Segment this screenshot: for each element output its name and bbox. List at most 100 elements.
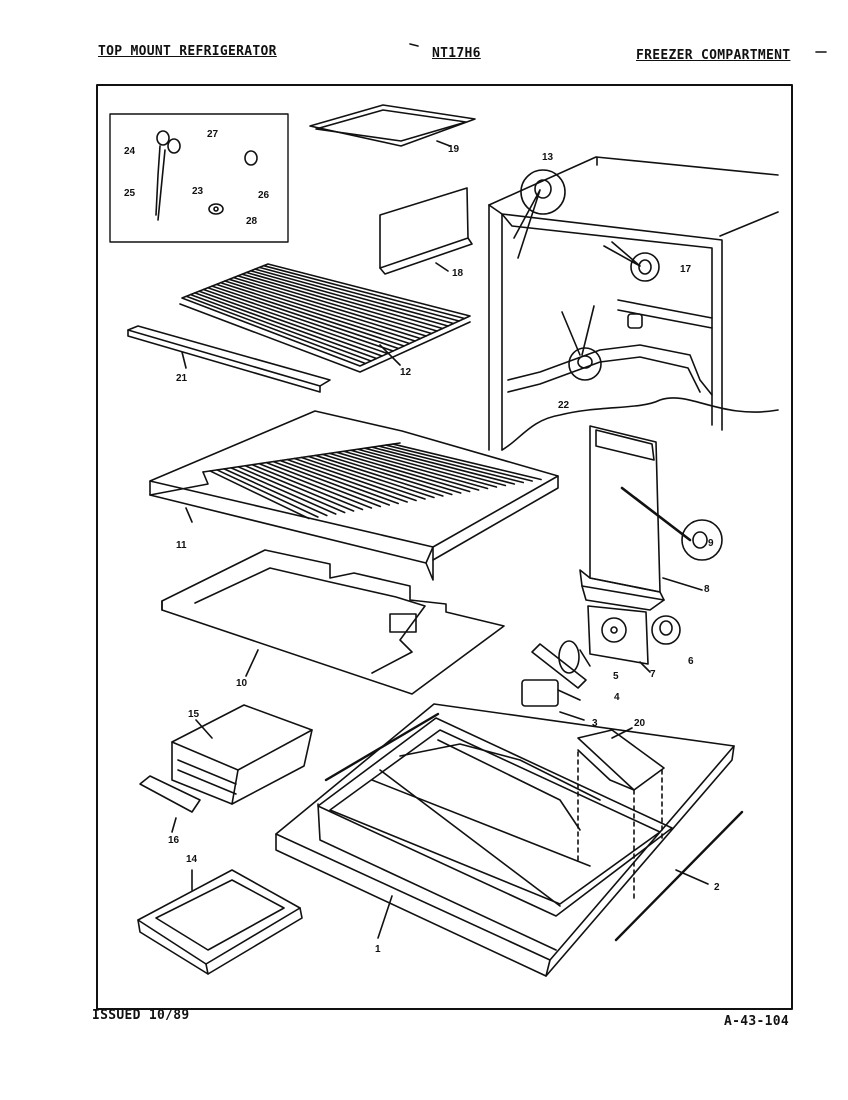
grille-slat	[342, 450, 480, 491]
part-21-shelf-rail	[127, 325, 331, 393]
shelf-wire	[250, 269, 449, 327]
shelf-wire	[232, 276, 427, 337]
callout-18: 18	[452, 268, 464, 279]
part-14-ice-tray	[137, 869, 303, 975]
part-2-rod	[324, 712, 744, 942]
grille-slat	[279, 459, 400, 505]
grille-slat	[244, 464, 355, 512]
callout-12: 12	[400, 367, 412, 378]
page-title: TOP MOUNT REFRIGERATOR	[98, 44, 277, 59]
callout-28: 28	[246, 216, 258, 227]
grille-slat	[258, 462, 373, 509]
detail-circle-22	[568, 347, 602, 381]
part-8-evaporator-cover	[579, 425, 703, 611]
shelf-wire	[224, 280, 416, 342]
callout-10: 10	[236, 678, 248, 689]
part-11-grille-shelf	[149, 410, 559, 581]
callout-19: 19	[448, 144, 460, 155]
part-10-cover-plate	[161, 549, 505, 695]
detail-circle-13	[520, 169, 566, 215]
callout-4: 4	[614, 692, 620, 703]
grille-slat	[223, 468, 328, 517]
part-1-freezer-floor	[275, 703, 735, 977]
shelf-wire	[194, 292, 378, 360]
grille-slat	[237, 466, 346, 514]
grille-slat	[307, 455, 435, 499]
callout-23: 23	[192, 186, 204, 197]
callout-8: 8	[704, 584, 710, 595]
callout-22: 22	[558, 400, 570, 411]
grille-slat	[293, 457, 417, 502]
callout-14: 14	[186, 854, 198, 865]
part-16-scoop	[139, 775, 201, 833]
shelf-wire	[198, 290, 383, 357]
grille-slat	[300, 456, 426, 500]
shelf-wire	[202, 288, 389, 355]
callout-20: 20	[634, 718, 646, 729]
diagram-frame	[96, 84, 793, 1010]
detail-circle-17	[630, 252, 660, 282]
callout-24: 24	[124, 146, 136, 157]
shelf-wire	[245, 271, 444, 330]
shelf-wire	[237, 275, 433, 335]
shelf-wire	[211, 285, 400, 350]
callout-7: 7	[650, 669, 656, 680]
shelf-wire	[258, 266, 460, 322]
callout-2: 2	[714, 882, 720, 893]
grille-slat	[209, 470, 310, 520]
shelf-wire	[185, 295, 367, 365]
grille-slat	[272, 460, 391, 506]
grille-slat	[286, 458, 408, 503]
callout-11: 11	[176, 540, 187, 551]
grille-slat	[335, 451, 471, 493]
grille-slat	[378, 445, 525, 484]
callout-27: 27	[207, 129, 219, 140]
grille-slat	[392, 443, 542, 481]
part-20-drain-cover	[577, 727, 665, 901]
shelf-wire	[215, 283, 405, 347]
fan-assembly	[521, 605, 681, 721]
callout-15: 15	[188, 709, 200, 720]
shelf-wire	[189, 293, 372, 362]
grille-slat	[216, 469, 319, 518]
callout-25: 25	[124, 188, 136, 199]
document-number: A-43-104	[724, 1014, 790, 1029]
shelf-wire	[254, 268, 455, 325]
shelf-wire	[262, 264, 466, 320]
callout-21: 21	[176, 373, 188, 384]
grille-slat	[349, 449, 489, 490]
shelf-wire	[228, 278, 422, 340]
model-number: NT17H6	[432, 46, 481, 61]
grille-slat	[314, 454, 444, 497]
callout-5: 5	[613, 671, 619, 682]
callout-9: 9	[708, 538, 714, 549]
grille-slat	[265, 461, 382, 508]
callout-13: 13	[542, 152, 554, 163]
section-title: FREEZER COMPARTMENT	[636, 48, 791, 63]
shelf-wire	[207, 286, 394, 352]
grille-slat	[230, 467, 337, 515]
shelf-wire	[219, 281, 411, 345]
grille-slat	[251, 463, 364, 511]
grille-slat	[364, 447, 507, 487]
callout-3: 3	[592, 718, 598, 729]
callout-6: 6	[688, 656, 694, 667]
callout-26: 26	[258, 190, 270, 201]
part-18-splash-guard	[379, 187, 473, 275]
grille-slat	[371, 446, 516, 485]
part-19-shelf-frame	[309, 104, 476, 147]
callout-17: 17	[680, 264, 692, 275]
callout-16: 16	[168, 835, 180, 846]
grille-slat	[328, 452, 462, 494]
inset-hardware-box	[109, 113, 289, 243]
grille-slat	[321, 453, 453, 496]
callout-1: 1	[375, 944, 381, 955]
part-15-ice-bin	[171, 704, 313, 805]
cabinet-liner	[488, 156, 779, 451]
shelf-wire	[241, 273, 438, 332]
detail-circle-9	[681, 519, 723, 561]
issued-date: ISSUED 10/89	[92, 1008, 190, 1023]
part-12-wire-shelf	[179, 263, 471, 373]
grille-slat	[385, 444, 533, 482]
